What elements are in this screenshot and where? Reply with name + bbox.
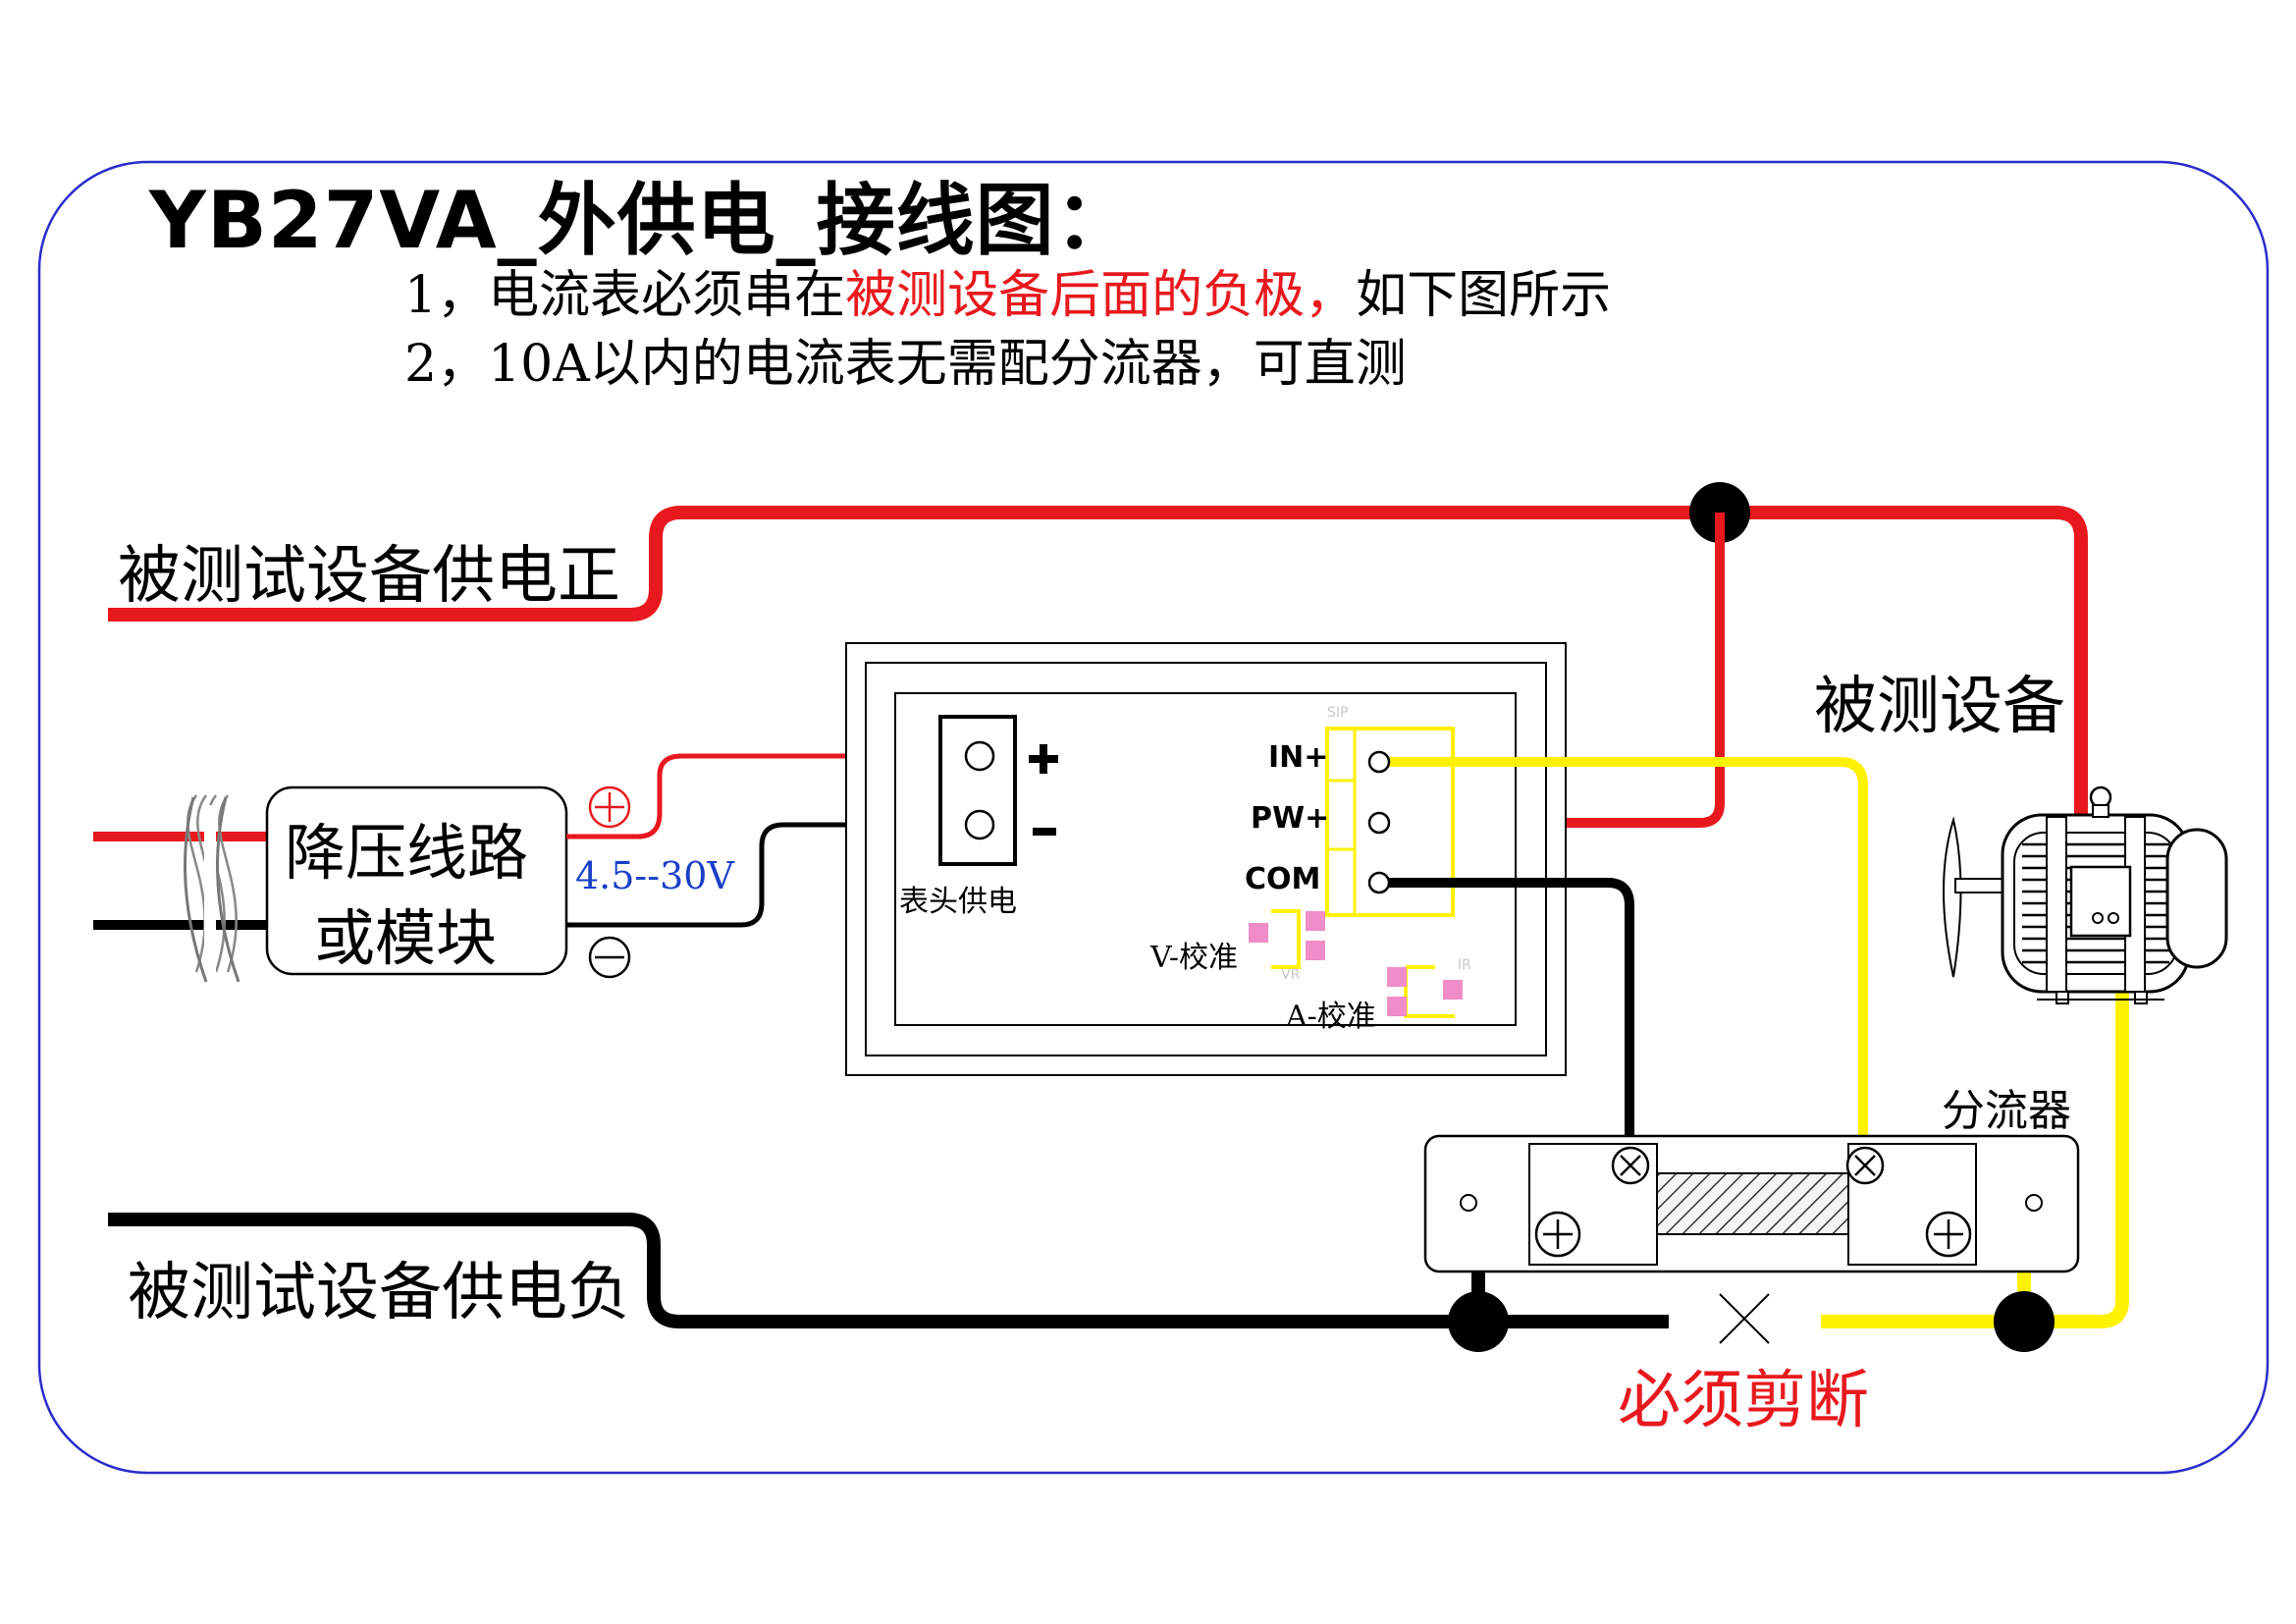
- voltage-range-label: 4.5--30V: [575, 854, 734, 897]
- v-cal-pads: [1249, 909, 1325, 969]
- pin-com-label: COM: [1245, 862, 1321, 896]
- supply-positive-label: 被测试设备供电正: [118, 540, 620, 613]
- page-title: YB27VA_外供电_接线图：: [149, 175, 1135, 266]
- wire-break-icon-lines: [184, 796, 240, 983]
- buck-module-box: [265, 785, 568, 976]
- plus-symbol-icon: [588, 785, 631, 829]
- load-junction-dot: [1994, 1291, 2055, 1352]
- outer-frame: [37, 160, 2269, 1475]
- power-terminal-hole-minus: [964, 809, 995, 840]
- a-cal-pads: [1387, 965, 1463, 1018]
- motor-icon: [1943, 785, 2228, 1004]
- pin-pw-label: PW+: [1251, 801, 1330, 836]
- meter-mid-frame: [865, 662, 1547, 1056]
- load-return-wire: [1821, 933, 2129, 1328]
- meter-inner-frame: [894, 692, 1517, 1026]
- note-line-1: 1，电流表必须串在被测设备后面的负极，如下图所示: [404, 253, 1611, 327]
- meter-power-negative-wire: [566, 822, 980, 928]
- supply-negative-wire: [108, 1213, 1669, 1328]
- must-cut-label: 必须剪断: [1618, 1365, 1869, 1437]
- note-line-1-prefix: 1，电流表必须串在: [404, 266, 846, 325]
- note-line-1-suffix: 如下图所示: [1356, 266, 1612, 325]
- silk-sip-label: SIP: [1327, 705, 1349, 721]
- power-terminal-hole-plus: [964, 740, 995, 772]
- buck-label-line2: 或模块: [314, 902, 498, 974]
- cut-mark-icon: [1719, 1293, 1770, 1344]
- supply-negative-label: 被测试设备供电负: [128, 1257, 630, 1329]
- pin-pw-hole: [1367, 811, 1391, 835]
- buck-label-line1: 降压线路: [285, 817, 529, 889]
- silk-vr-label: VR: [1281, 967, 1301, 983]
- meter-power-terminal: [938, 715, 1017, 866]
- in-plus-wire: [1379, 757, 1868, 1149]
- meter-power-positive-wire: [566, 753, 980, 839]
- a-cal-label: A-校准: [1286, 1000, 1376, 1034]
- supply-positive-wire: [108, 506, 2088, 913]
- pin-com-hole: [1367, 871, 1391, 894]
- shunt-screw-icons: [1534, 1146, 1972, 1258]
- shunt-label: 分流器: [1942, 1086, 2071, 1136]
- pw-wire: [1379, 513, 1725, 828]
- note-line-1-highlight: 被测设备后面的负极，: [845, 266, 1357, 325]
- shunt-icon: [1423, 1134, 2080, 1273]
- meter-power-label: 表头供电: [899, 885, 1017, 919]
- note-line-2: 2，10A以内的电流表无需配分流器，可直测: [404, 335, 1407, 394]
- pin-in-hole: [1367, 750, 1391, 774]
- v-cal-label: V-校准: [1150, 941, 1239, 975]
- device-under-test-label: 被测设备: [1814, 671, 2065, 743]
- pin-in-label: IN+: [1268, 740, 1329, 775]
- com-wire: [1379, 878, 1634, 1149]
- silk-ir-label: IR: [1458, 957, 1471, 973]
- minus-symbol-icon: [588, 936, 631, 979]
- signal-connector: [1325, 727, 1455, 917]
